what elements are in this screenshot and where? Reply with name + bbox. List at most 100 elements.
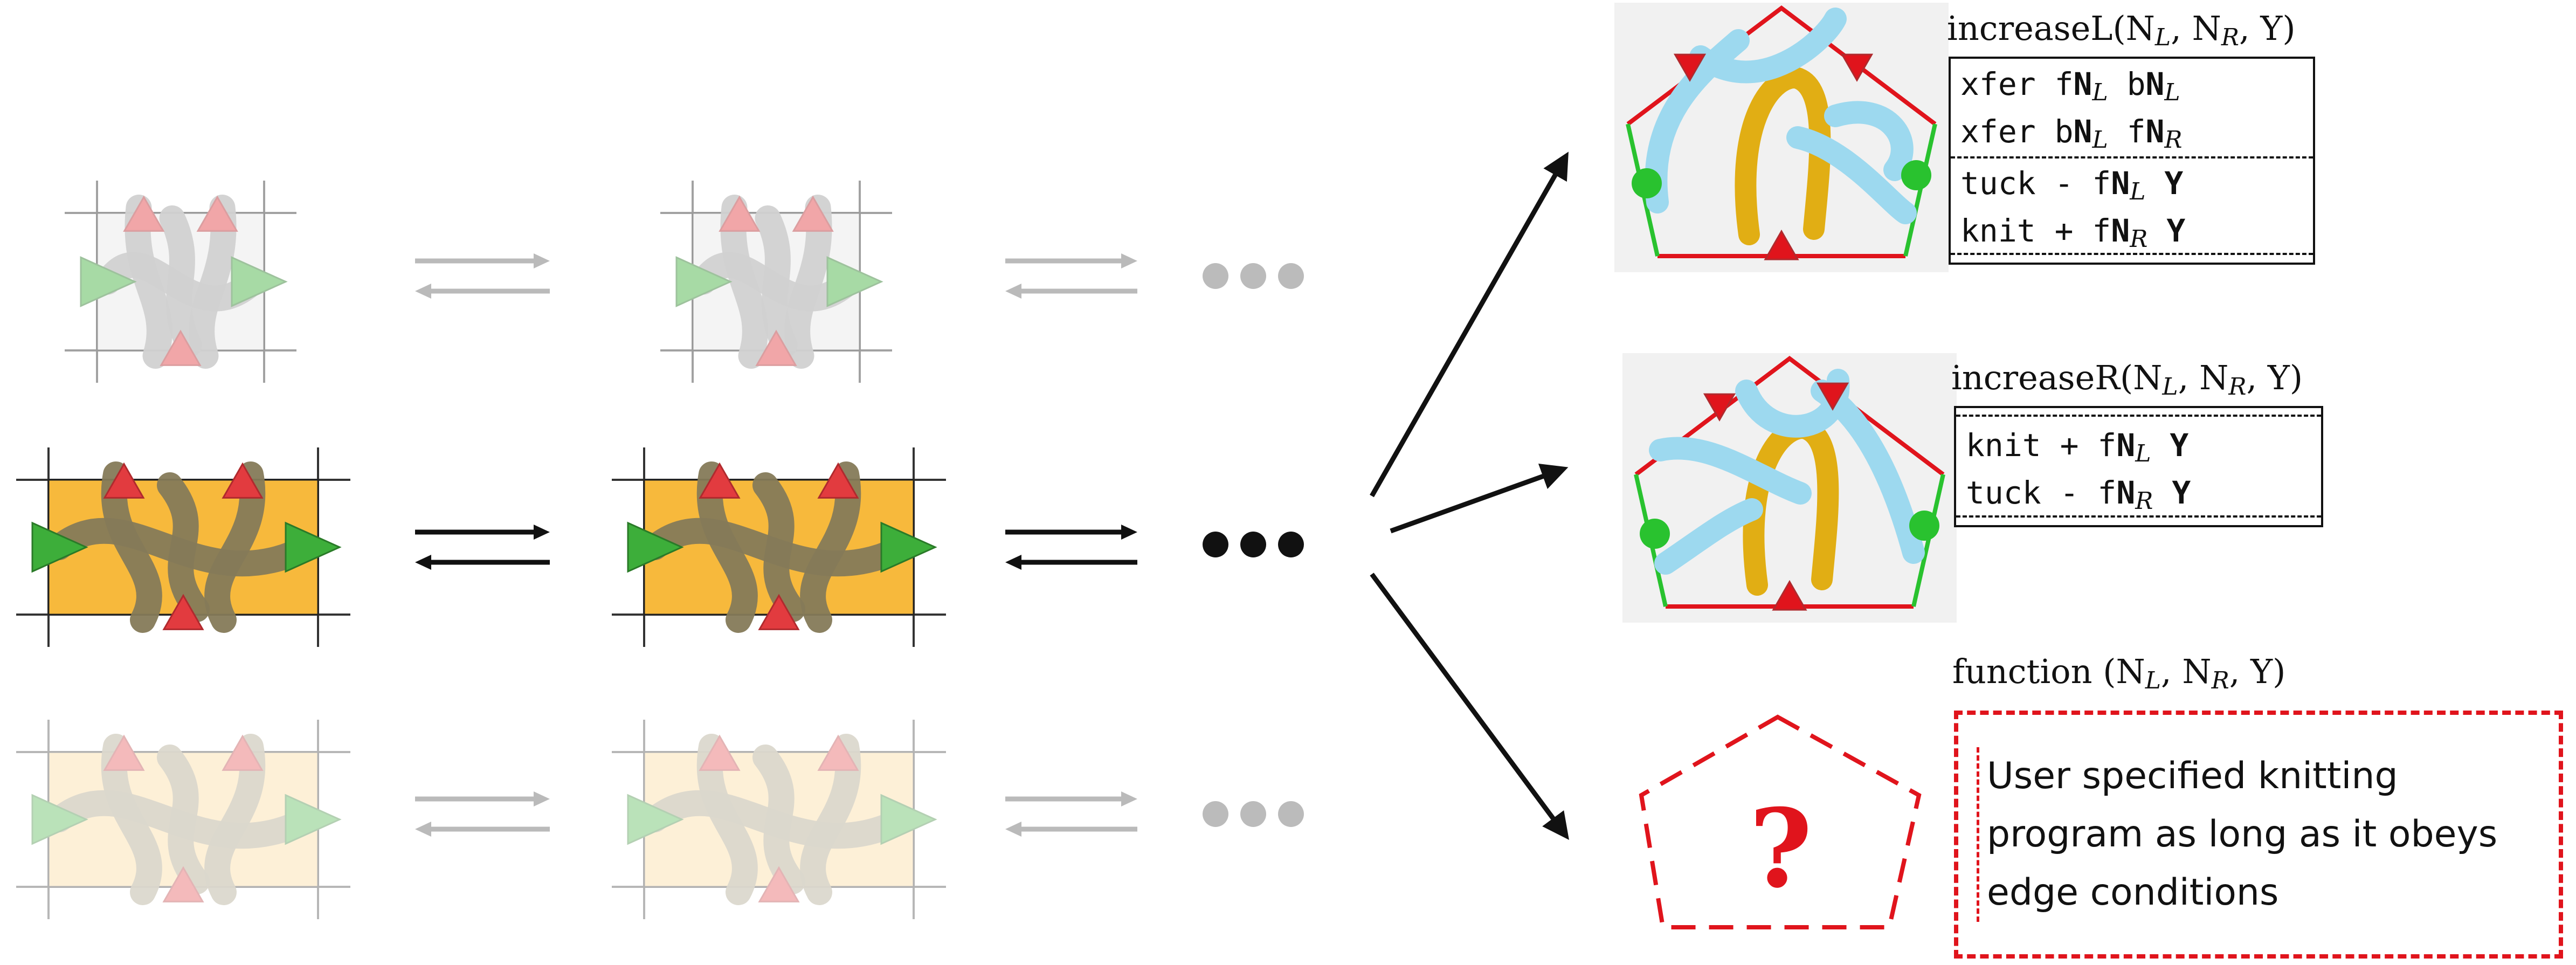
code-line: knit + fNL Y	[1966, 427, 2189, 467]
arrowhead-icon	[1005, 555, 1021, 570]
red-triangle-icon	[758, 594, 800, 630]
dashed-separator	[1951, 156, 2313, 158]
yarn-strand	[46, 518, 320, 577]
knit-tile	[65, 181, 296, 383]
blue-yarn	[1811, 380, 1925, 564]
dashed-separator	[1956, 515, 2321, 518]
green-marker-icon	[1640, 519, 1670, 549]
green-arrow-icon	[80, 256, 137, 307]
green-arrow-icon	[880, 794, 937, 845]
red-triangle-icon	[755, 329, 797, 366]
yarn-strand	[46, 790, 320, 849]
yarn-strand	[159, 205, 202, 358]
green-edge	[1903, 123, 1937, 257]
ellipsis-dot	[1203, 263, 1228, 289]
green-arrow-icon	[627, 521, 684, 573]
green-arrow-icon	[826, 256, 883, 307]
equivalence-arrows	[415, 253, 1137, 837]
green-arrow-icon	[231, 256, 288, 307]
yarn-strand	[800, 461, 861, 633]
user-program-text: User specified knitting program as long …	[1977, 747, 2497, 922]
red-triangle-icon	[162, 866, 204, 902]
ellipsis-dot	[1240, 801, 1266, 827]
gold-yarn	[1735, 67, 1831, 245]
green-arrow-icon	[627, 794, 684, 845]
yarn-strand	[95, 252, 266, 312]
yarn-strand	[642, 518, 916, 577]
arrowhead-icon	[1121, 253, 1137, 268]
red-triangle-icon	[1764, 229, 1799, 260]
yarn-strand	[784, 195, 832, 369]
yarn-strand	[720, 195, 768, 369]
code-line: tuck - fNR Y	[1966, 474, 2191, 515]
tile-fill	[47, 751, 319, 888]
red-triangle-icon	[1816, 382, 1849, 411]
question-mark: ?	[1749, 785, 1813, 912]
arrowhead-icon	[1005, 284, 1021, 299]
dashed-pentagon	[1639, 714, 1922, 929]
green-marker-icon	[1909, 511, 1939, 541]
tile-fill	[692, 212, 861, 351]
pentagon-patches	[1614, 3, 1957, 929]
dashed-separator	[1956, 415, 2321, 417]
tile-fill	[643, 751, 915, 888]
blue-yarn	[1649, 437, 1812, 505]
arrowhead-icon	[415, 555, 431, 570]
increaseL-title: increaseL(NL, NR, Y)	[1947, 9, 2296, 51]
yarn-strand	[157, 745, 210, 894]
function-name: increaseL	[1947, 9, 2113, 48]
dashed-separator	[1951, 253, 2313, 255]
fan-arrow	[1390, 464, 1569, 534]
arrowhead-icon	[534, 525, 550, 540]
red-triangle-icon	[123, 195, 165, 232]
ellipsis-dot	[1203, 801, 1228, 827]
red-triangle-icon	[1772, 580, 1807, 611]
red-triangle-icon	[1703, 393, 1736, 422]
arrowhead-icon	[1121, 525, 1137, 540]
red-triangle-icon	[222, 462, 264, 499]
red-triangle-icon	[103, 462, 145, 499]
red-triangle-icon	[817, 462, 859, 499]
green-arrow-icon	[31, 794, 88, 845]
red-triangle-icon	[160, 329, 202, 366]
blue-yarn	[1645, 29, 1750, 213]
pentagon-patch	[1614, 3, 1949, 272]
yarn-strand	[125, 195, 172, 369]
ellipsis-dot	[1278, 532, 1304, 557]
green-arrow-icon	[675, 256, 733, 307]
equivalence-arrow	[1005, 791, 1137, 837]
knit-tile	[660, 181, 892, 383]
red-triangle-icon	[162, 594, 204, 630]
fan-arrow	[1370, 151, 1569, 498]
green-arrow-icon	[880, 521, 937, 573]
function-title: function (NL, NR, Y)	[1952, 652, 2286, 694]
blue-yarn	[1689, 8, 1847, 84]
user-program-box: User specified knitting program as long …	[1954, 711, 2563, 959]
increaseR-title: increaseR(NL, NR, Y)	[1951, 358, 2303, 401]
fan-out-arrows	[1370, 151, 1569, 840]
yarn-strand	[189, 195, 237, 369]
red-triangle-icon	[699, 734, 741, 771]
code-line: tuck - fNL Y	[1960, 165, 2184, 205]
yarn-strand	[157, 472, 210, 622]
arrowhead-icon	[1121, 791, 1137, 807]
yarn-strand	[696, 734, 758, 905]
blue-yarn	[1654, 498, 1763, 575]
red-triangle-icon	[1673, 53, 1707, 82]
red-triangle-icon	[758, 866, 800, 902]
red-triangle-icon	[817, 734, 859, 771]
green-arrow-icon	[285, 521, 342, 573]
ellipsis-dot	[1278, 801, 1304, 827]
yarn-strand	[101, 461, 162, 633]
yarn-strand	[752, 745, 805, 894]
yarn-strand	[690, 252, 862, 312]
red-edge	[1634, 355, 1945, 477]
blue-yarn	[1786, 126, 1917, 224]
arrowhead-icon	[534, 253, 550, 268]
ellipsis-dot	[1278, 263, 1304, 289]
green-edge	[1911, 474, 1945, 607]
yarn-strand	[752, 472, 805, 622]
code-line: xfer bNL fNR	[1960, 113, 2183, 154]
knit-tile	[612, 720, 946, 919]
